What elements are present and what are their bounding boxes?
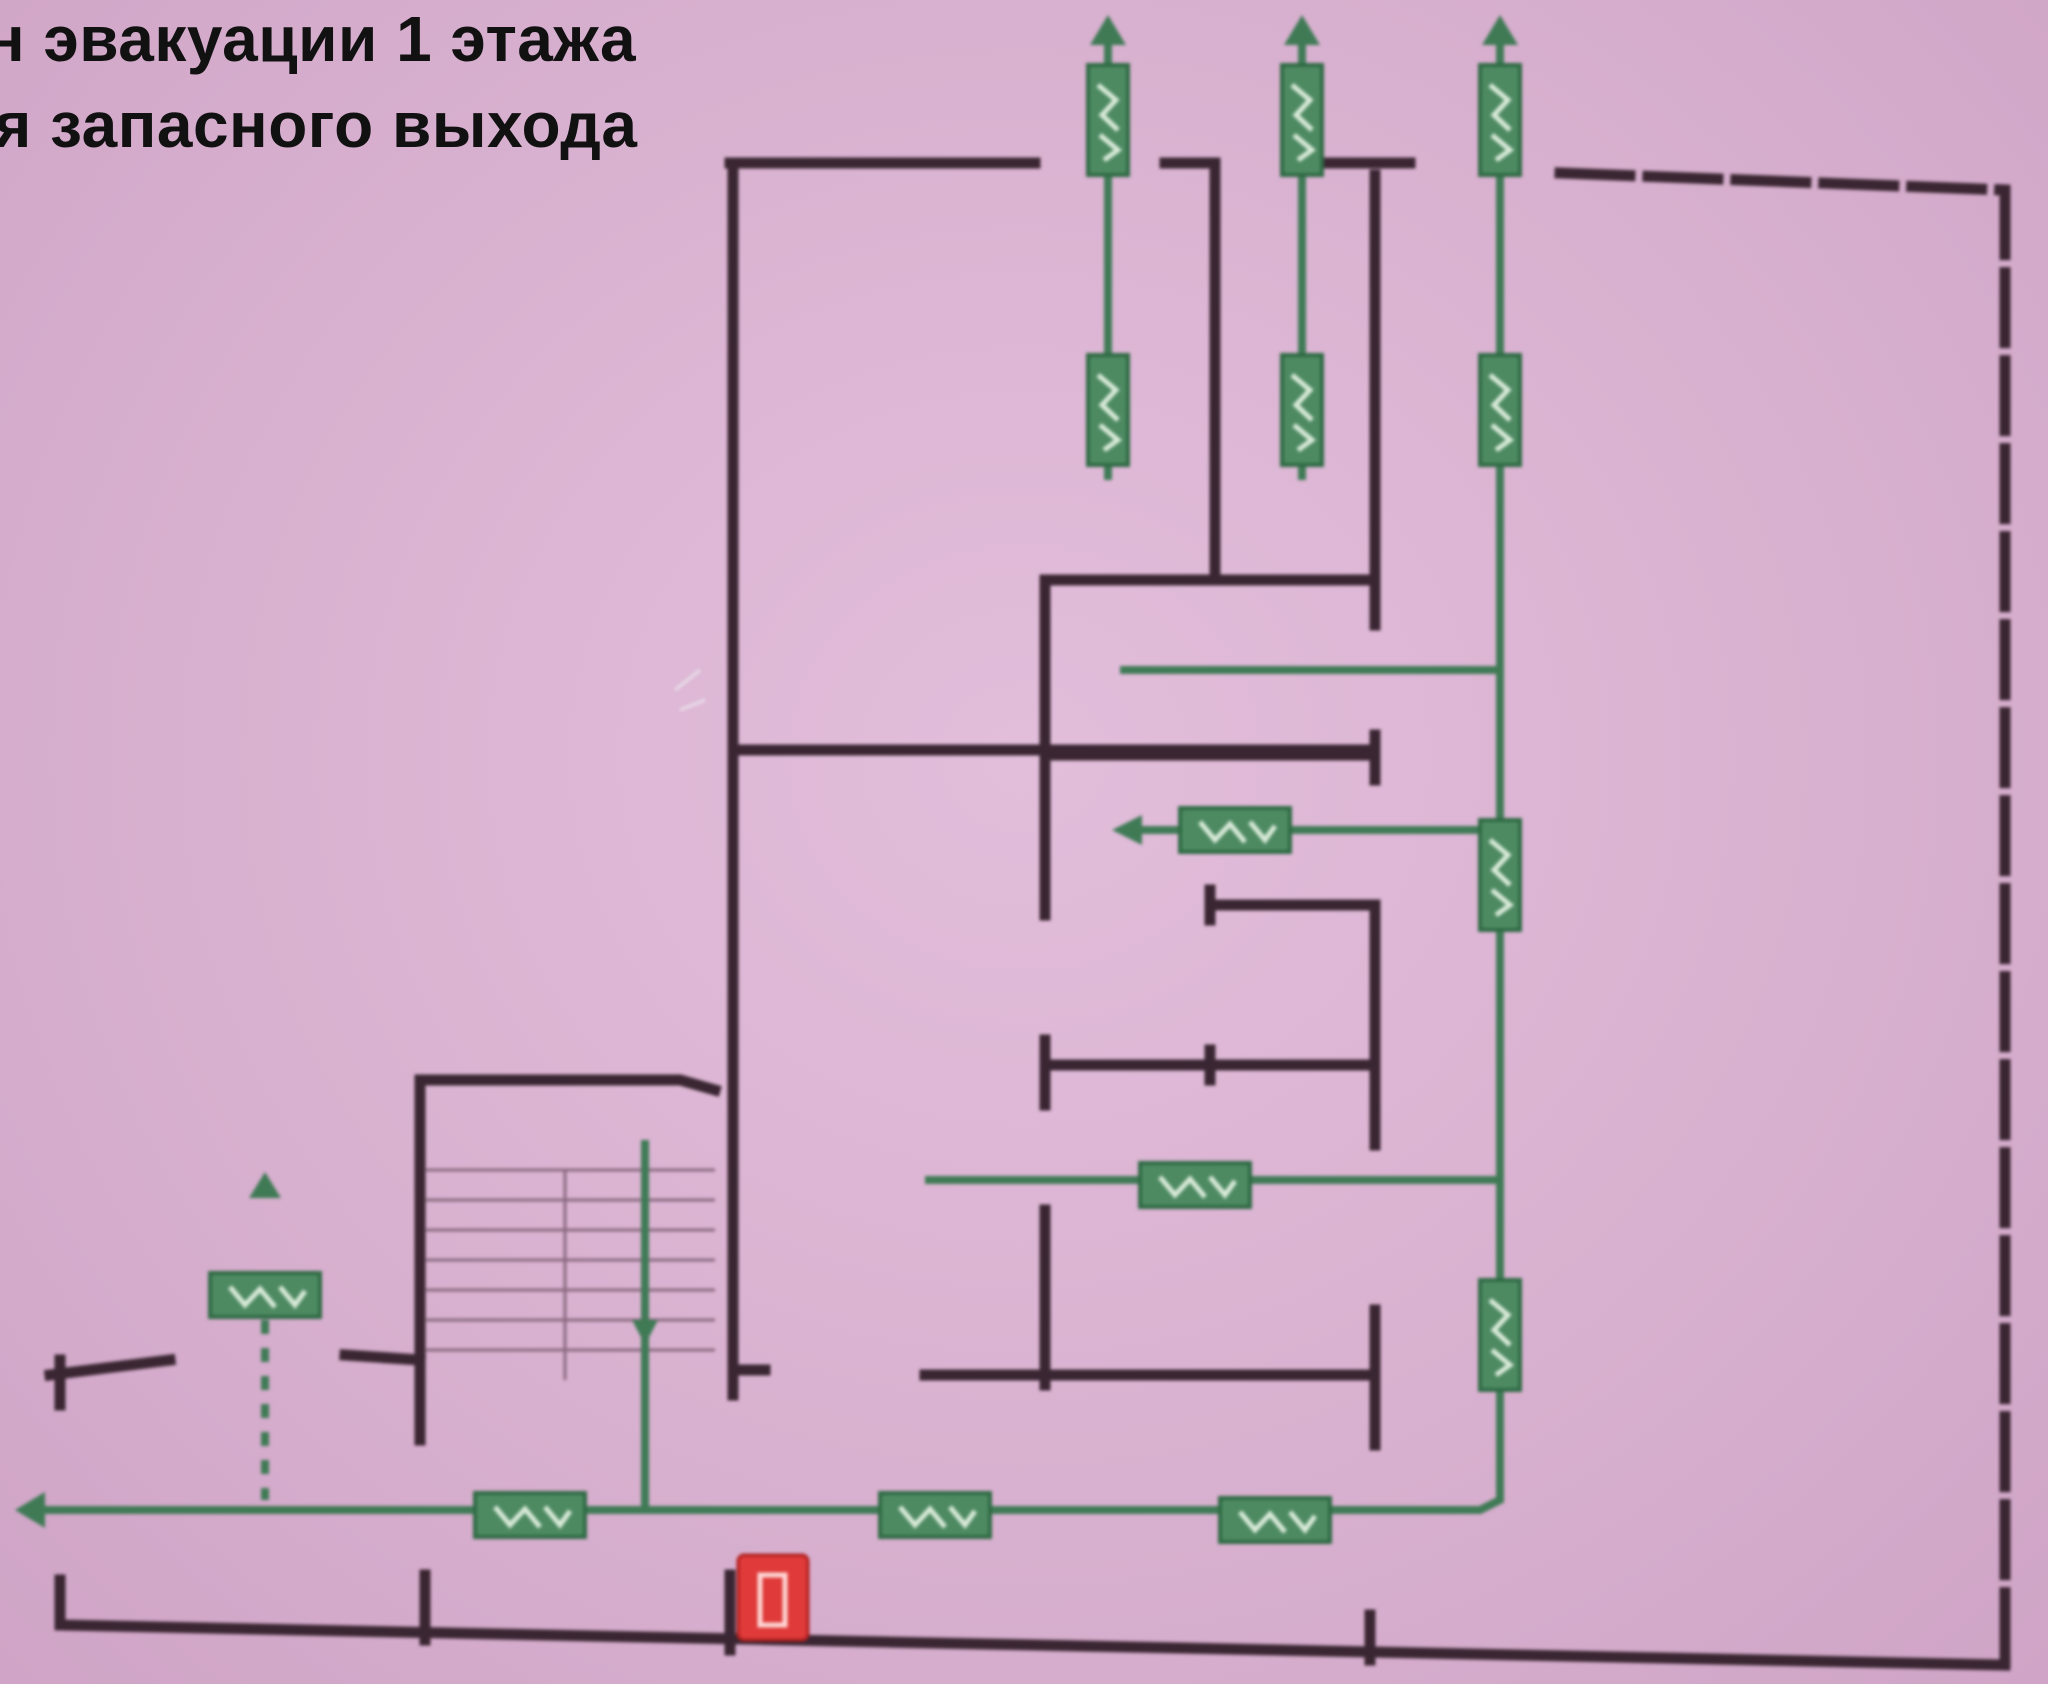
running-man-exit-sign-icon: [880, 1493, 990, 1537]
stair-treads: [425, 1168, 715, 1380]
evacuation-signs: [210, 65, 1520, 1542]
running-man-exit-sign-icon: [1088, 355, 1128, 465]
running-man-exit-sign-icon: [1480, 1280, 1520, 1390]
arrow-icon: [1112, 815, 1142, 845]
arrow-icon: [1090, 15, 1126, 45]
route-arrows: [15, 15, 1518, 1528]
running-man-exit-sign-icon: [1088, 65, 1128, 175]
arrow-icon: [249, 1172, 281, 1198]
plan-title-line-2: я запасного выхода: [0, 89, 638, 161]
running-man-exit-sign-icon: [1220, 1498, 1330, 1542]
running-man-exit-sign-icon: [1140, 1163, 1250, 1207]
decorative-marks: [674, 668, 706, 712]
walls: [43, 157, 2011, 1671]
running-man-exit-sign-icon: [475, 1493, 585, 1537]
fire-extinguisher-icon: [736, 1553, 810, 1642]
arrow-icon: [1482, 15, 1518, 45]
arrow-icon: [15, 1492, 45, 1528]
running-man-exit-sign-icon: [1480, 355, 1520, 465]
arrow-icon: [1284, 15, 1320, 45]
arrow-icon: [632, 1320, 658, 1345]
running-man-exit-sign-icon: [1282, 65, 1322, 175]
running-man-exit-sign-icon: [1180, 808, 1290, 852]
plan-title-line-1: н эвакуации 1 этажа: [0, 3, 637, 75]
running-man-exit-sign-icon: [210, 1273, 320, 1317]
running-man-exit-sign-icon: [1480, 65, 1520, 175]
running-man-exit-sign-icon: [1480, 820, 1520, 930]
running-man-exit-sign-icon: [1282, 355, 1322, 465]
